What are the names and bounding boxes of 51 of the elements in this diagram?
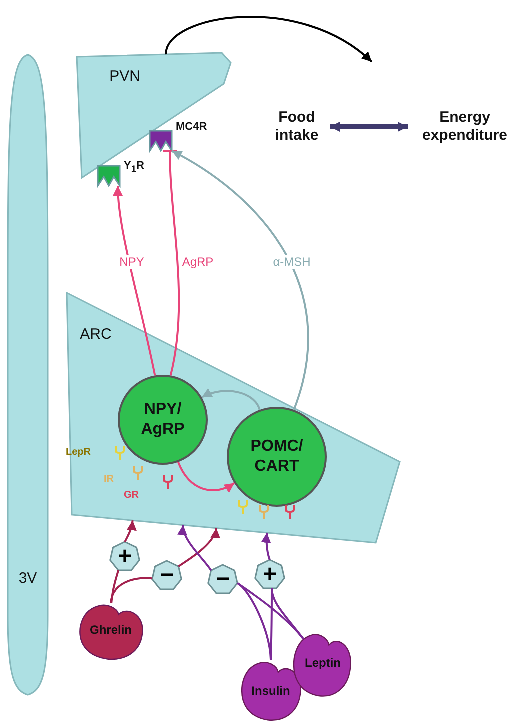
arrow bbox=[178, 525, 212, 572]
node-label: − bbox=[158, 564, 175, 588]
connector-line bbox=[271, 588, 304, 640]
edge-label: α-MSH bbox=[271, 255, 313, 269]
sign-hexagon bbox=[255, 560, 285, 590]
outcome-label: Energy expenditure bbox=[408, 106, 522, 148]
hormone-blob bbox=[240, 660, 302, 722]
receptor-chevron bbox=[150, 131, 172, 151]
arrow bbox=[165, 16, 373, 63]
arrow bbox=[113, 186, 156, 376]
arrow bbox=[202, 388, 261, 410]
outcome-label: Food intake bbox=[264, 106, 330, 148]
node-label: − bbox=[214, 568, 231, 592]
node-label: Leptin bbox=[304, 656, 342, 670]
receptor-label: GR bbox=[123, 490, 139, 501]
sign-hexagon bbox=[110, 542, 140, 572]
node-label: ARC bbox=[79, 326, 113, 343]
connector-line bbox=[110, 570, 120, 604]
arrow bbox=[172, 150, 310, 410]
sign-hexagon bbox=[152, 561, 182, 591]
arrow bbox=[124, 520, 137, 542]
node-label: 3V bbox=[18, 570, 38, 587]
double-arrow bbox=[330, 122, 408, 132]
arrow bbox=[261, 532, 272, 560]
arrow bbox=[178, 528, 220, 568]
neuron-circle bbox=[227, 407, 327, 507]
node-label: POMC/ CART bbox=[250, 437, 304, 477]
nucleus-region bbox=[66, 291, 402, 545]
inhibition-line bbox=[162, 150, 180, 376]
receptor-label: MC4R bbox=[176, 121, 208, 133]
node-label: + bbox=[262, 563, 278, 587]
node-label: NPY/ AgRP bbox=[140, 400, 186, 440]
connector-line bbox=[270, 588, 273, 660]
nucleus-region bbox=[75, 52, 232, 180]
hormone-blob bbox=[78, 603, 144, 661]
ventricle-band bbox=[8, 55, 48, 695]
edge-label: NPY bbox=[118, 255, 146, 269]
receptor-chevron bbox=[98, 166, 120, 186]
arrow bbox=[177, 462, 236, 493]
connector-line bbox=[110, 577, 153, 604]
node-label: PVN bbox=[108, 68, 142, 85]
receptor-label: LepR bbox=[66, 447, 90, 458]
receptor-label: Y$_{1}$R bbox=[124, 160, 144, 174]
node-label: Ghrelin bbox=[88, 623, 133, 637]
edge-label: AgRP bbox=[180, 255, 216, 269]
node-label: Insulin bbox=[250, 684, 292, 698]
hormone-blob bbox=[292, 632, 352, 698]
node-label: + bbox=[116, 545, 133, 569]
receptor-label: IR bbox=[103, 474, 114, 485]
sign-hexagon bbox=[208, 565, 238, 595]
neuron-circle bbox=[118, 375, 208, 465]
